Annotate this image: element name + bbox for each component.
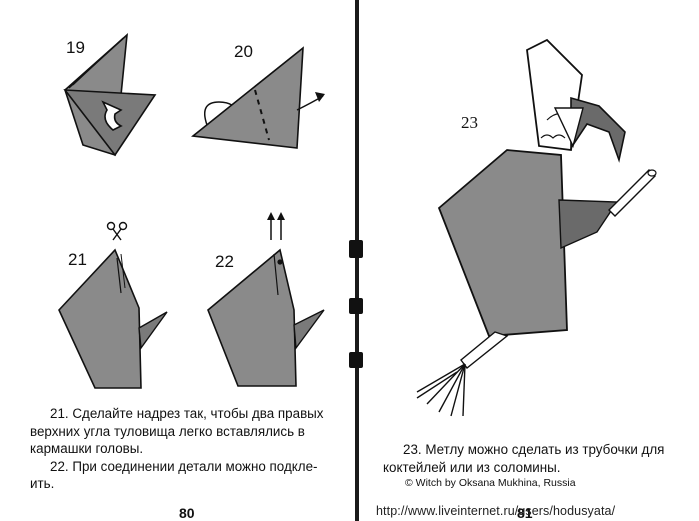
figure-22-number: 22 (215, 252, 234, 271)
caption-line: 21. Сделайте надрез так, чтобы два правы… (50, 406, 324, 421)
caption-line: верхних угла туловища легко вставлялись … (30, 423, 305, 439)
figure-20-number: 20 (234, 42, 253, 61)
page-number-right: 81 (517, 505, 533, 521)
caption-line: ить. (30, 476, 55, 491)
figure-21-number: 21 (68, 250, 87, 269)
figure-21-diagram (58, 221, 168, 389)
watermark-url: http://www.liveinternet.ru/users/hodusya… (376, 504, 616, 518)
caption-line: кармашки головы. (30, 441, 144, 456)
scissors-icon (106, 221, 128, 241)
right-page: 23 (357, 0, 699, 521)
caption-line: 22. При соединении детали можно подкле- (50, 458, 318, 474)
figure-23-number: 23 (461, 113, 478, 132)
arrow-icon (101, 100, 123, 131)
figure-23-witch-diagram (416, 38, 657, 417)
copyright-notice: © Witch by Oksana Mukhina, Russia (405, 477, 576, 489)
figure-19-diagram (63, 33, 157, 157)
broom-bristles (416, 363, 466, 417)
right-caption: 23. Метлу можно сделать из трубочки для … (383, 441, 695, 476)
left-page: 19 20 21 (30, 33, 350, 521)
gutter-mark (349, 352, 363, 368)
figure-22-diagram (207, 212, 325, 387)
left-caption: 21. Сделайте надрез так, чтобы два правы… (30, 405, 350, 493)
book-gutter (355, 0, 359, 521)
page-number-left: 80 (179, 505, 195, 521)
figure-20-diagram (191, 46, 325, 149)
arrow-right-icon (315, 92, 325, 102)
caption-line: коктейлей или из соломины. (383, 459, 561, 475)
double-arrow-up-icon (267, 212, 285, 240)
figure-19-number: 19 (66, 38, 85, 57)
gutter-mark (349, 240, 363, 258)
caption-line: 23. Метлу можно сделать из трубочки для (403, 442, 665, 457)
gutter-mark (349, 298, 363, 314)
